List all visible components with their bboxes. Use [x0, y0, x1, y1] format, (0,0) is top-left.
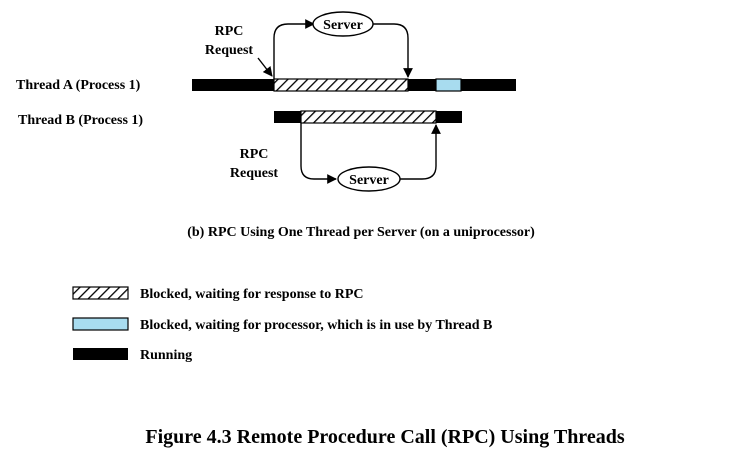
legend-swatch-running [73, 348, 128, 360]
thread-b-timeline [274, 110, 462, 124]
rpc-b-out-arrow [300, 123, 337, 184]
rpc-b-label-line2: Request [230, 166, 279, 181]
figure-caption: Figure 4.3 Remote Procedure Call (RPC) U… [145, 426, 624, 448]
thread-b-running-2 [436, 111, 462, 123]
legend: Blocked, waiting for response to RPC Blo… [72, 286, 492, 363]
thread-a-running-1 [192, 79, 274, 91]
rpc-b-return-arrow [400, 124, 441, 180]
thread-a-running-3 [461, 79, 516, 91]
thread-b-label: Thread B (Process 1) [18, 113, 143, 128]
server-b-node [337, 166, 401, 192]
legend-label-running: Running [140, 348, 192, 363]
thread-a-running-2 [408, 79, 436, 91]
rpc-arc-b: Server [300, 123, 441, 192]
thread-a-label: Thread A (Process 1) [16, 78, 141, 93]
rpc-a-pointer-arrow [257, 57, 273, 77]
server-a-label: Server [323, 18, 363, 33]
subcaption: (b) RPC Using One Thread per Server (on … [187, 225, 535, 240]
rpc-a-label-line2: Request [205, 43, 254, 58]
legend-swatch-blocked-rpc [72, 286, 129, 300]
server-b-label: Server [349, 173, 389, 188]
thread-a-blocked-rpc [273, 78, 409, 92]
legend-label-blocked-processor: Blocked, waiting for processor, which is… [140, 318, 492, 333]
rpc-a-out-arrow [273, 19, 315, 79]
thread-b-blocked-rpc [300, 110, 437, 124]
rpc-b-label-line1: RPC [240, 147, 269, 162]
thread-b-running-1 [274, 111, 301, 123]
rpc-a-return-arrow [372, 23, 413, 78]
server-a-node [312, 11, 374, 37]
rpc-a-label-line1: RPC [215, 24, 244, 39]
thread-a-blocked-processor [435, 78, 462, 92]
legend-label-blocked-rpc: Blocked, waiting for response to RPC [140, 287, 363, 302]
rpc-arc-a: Server [273, 11, 413, 79]
thread-a-timeline [192, 78, 516, 92]
legend-swatch-blocked-processor [72, 317, 129, 331]
